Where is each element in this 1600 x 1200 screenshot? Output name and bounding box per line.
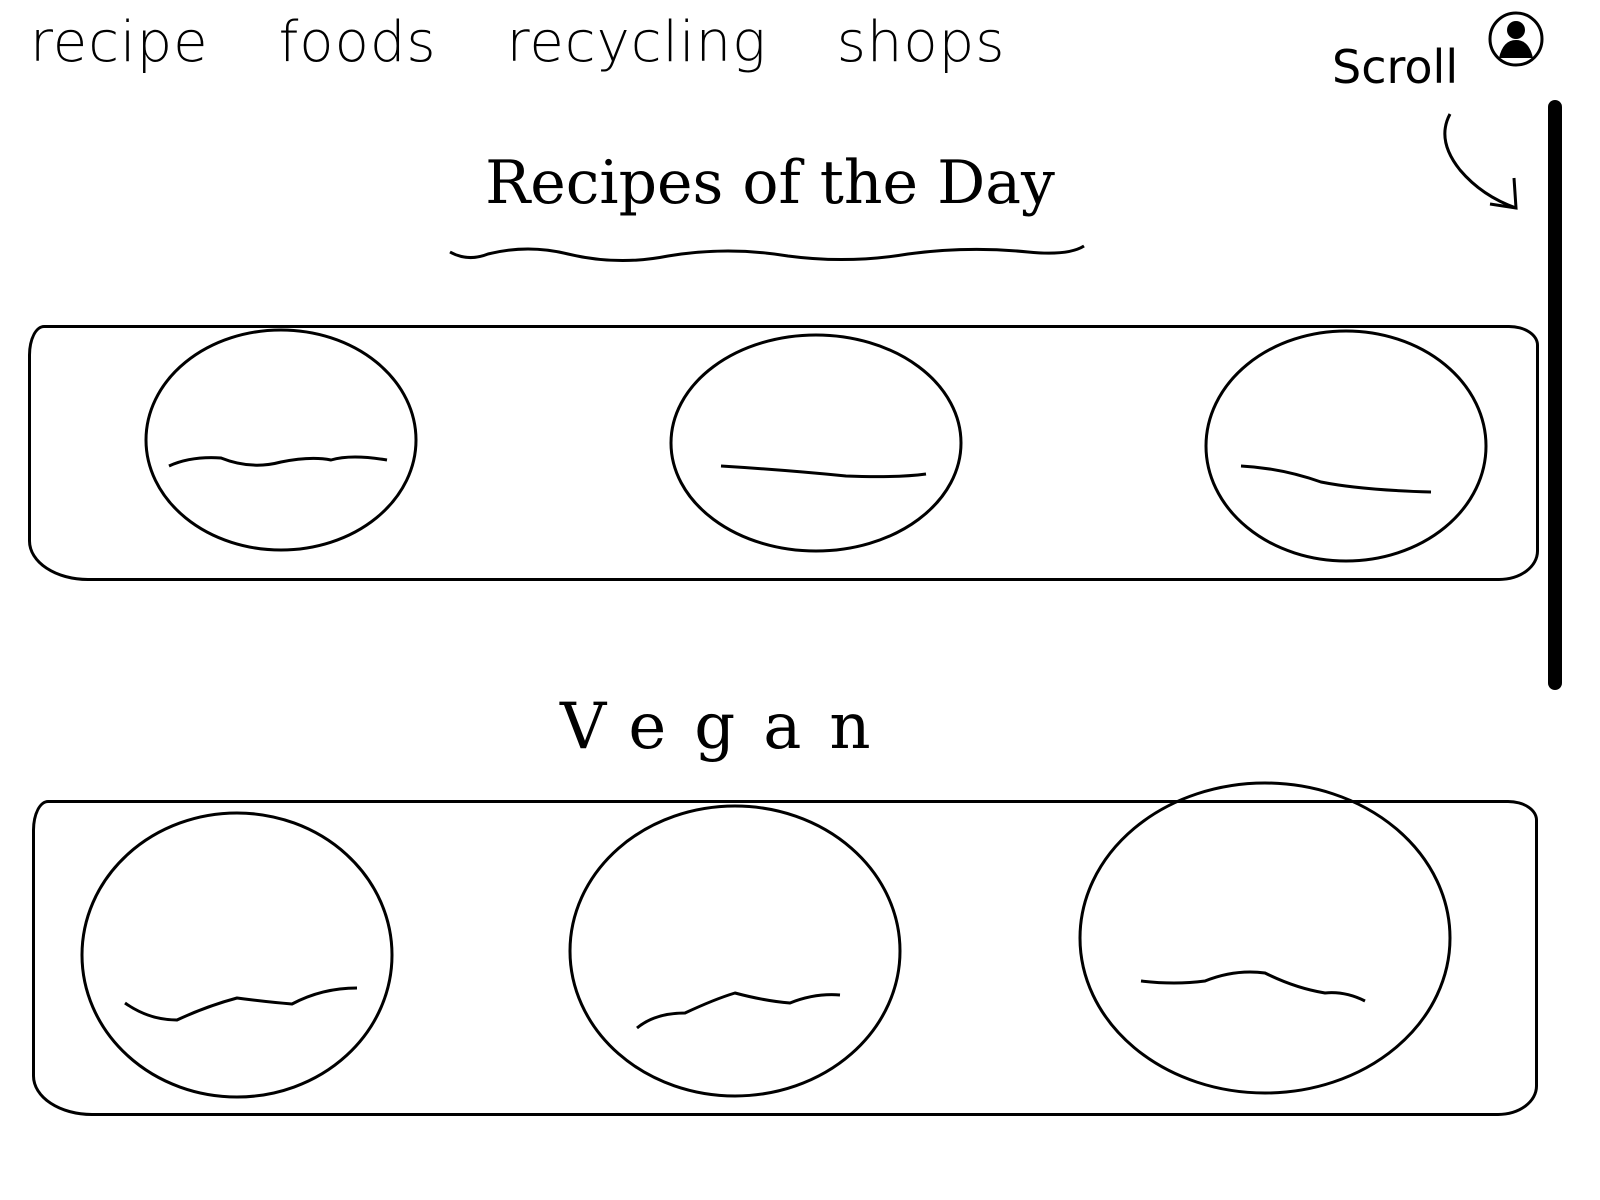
recipe-card[interactable]	[565, 803, 905, 1103]
top-nav: recipe foods recycling shops	[30, 10, 1005, 75]
profile-avatar-button[interactable]	[1487, 10, 1545, 68]
recipe-card[interactable]	[141, 328, 431, 558]
recipe-card-image	[144, 328, 418, 552]
user-avatar-icon	[1488, 11, 1544, 67]
recipe-card-image	[80, 811, 394, 1099]
recipe-card[interactable]	[1075, 773, 1455, 1103]
recipe-card[interactable]	[77, 808, 397, 1103]
recipes-of-the-day-carousel	[28, 325, 1539, 581]
nav-item-recipe[interactable]: recipe	[30, 10, 209, 75]
recipe-card[interactable]	[1201, 328, 1491, 568]
recipe-card-image	[1078, 781, 1452, 1095]
vertical-scrollbar[interactable]	[1548, 100, 1562, 690]
scroll-annotation: Scroll	[1332, 40, 1459, 94]
recipe-card[interactable]	[666, 328, 966, 558]
section-title-vegan: Vegan	[560, 690, 899, 764]
recipe-card-image	[1204, 329, 1488, 563]
recipe-card-image	[669, 333, 963, 553]
section-title-recipes-of-the-day: Recipes of the Day	[485, 148, 1055, 218]
vegan-carousel	[32, 781, 1538, 1116]
curved-arrow-icon	[1443, 113, 1518, 210]
nav-item-foods[interactable]: foods	[278, 10, 437, 75]
nav-item-recycling[interactable]: recycling	[506, 10, 767, 75]
title-underline	[449, 244, 1085, 263]
recipe-card-image	[568, 804, 902, 1098]
nav-item-shops[interactable]: shops	[836, 10, 1006, 75]
